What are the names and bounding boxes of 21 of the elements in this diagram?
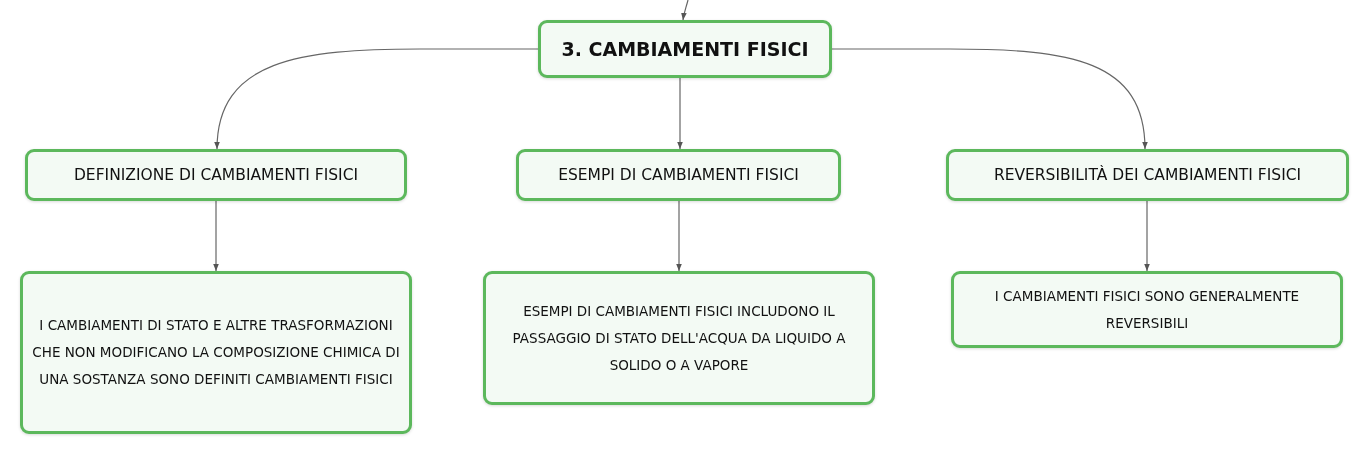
subtopic-box: [516, 149, 841, 201]
detail-box: [20, 271, 412, 434]
node-text: DEFINIZIONE DI CAMBIAMENTI FISICI: [72, 165, 360, 186]
connector-arrow: [1144, 200, 1150, 272]
connector-arrow: [213, 200, 219, 272]
node-text: REVERSIBILITÀ DEI CAMBIAMENTI FISICI: [992, 164, 1303, 186]
connector-arrow: [831, 48, 1148, 150]
connector-arrow: [681, 0, 689, 21]
subtopic-box: [946, 149, 1349, 201]
detail-box: [483, 271, 875, 405]
connector-arrow: [214, 48, 539, 150]
subtopic-box: [25, 149, 407, 201]
root-topic-box: [538, 20, 832, 78]
node-text: 3. CAMBIAMENTI FISICI: [560, 37, 810, 62]
node-text: I CAMBIAMENTI FISICI SONO GENERALMENTE REVERSIBILI: [993, 286, 1301, 333]
node-text: ESEMPI DI CAMBIAMENTI FISICI: [557, 165, 800, 186]
node-text: ESEMPI DI CAMBIAMENTI FISICI INCLUDONO IL PASSAGGIO DI STATO DELL'ACQUA DA LIQUIDO A SOLIDO O A VAPORE: [511, 301, 847, 375]
detail-box: [951, 271, 1343, 348]
connector-arrow: [676, 200, 682, 272]
connector-arrow: [677, 77, 683, 150]
node-text: I CAMBIAMENTI DI STATO E ALTRE TRASFORMAZIONI CHE NON MODIFICANO LA COMPOSIZIONE CHIMICA DI UNA SOSTANZA SONO DEFINITI CAMBIAMENTI FISICI: [31, 316, 401, 389]
